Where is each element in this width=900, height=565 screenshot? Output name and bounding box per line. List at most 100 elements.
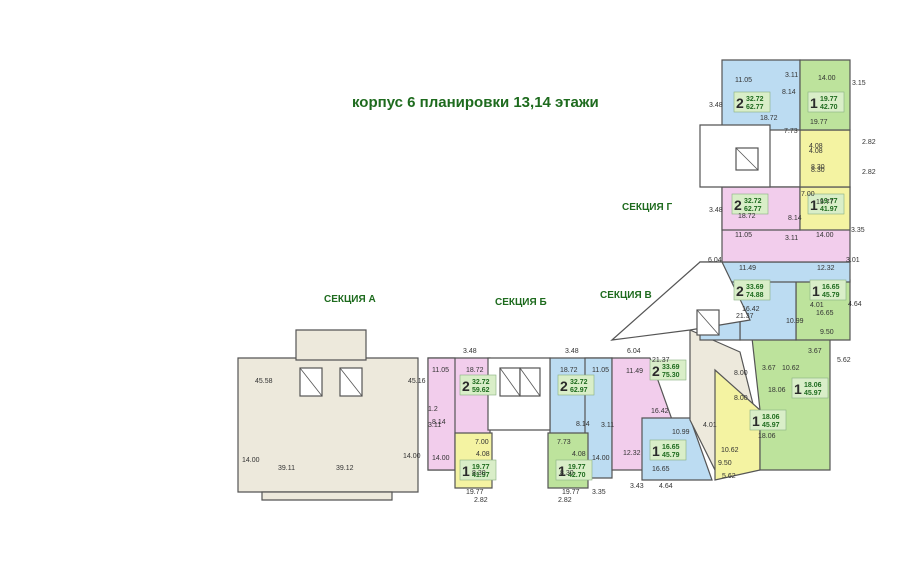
apartment-total-area: 62.77: [744, 206, 762, 213]
stair-line: [499, 367, 521, 397]
room-zone: [427, 357, 456, 471]
room-area-label: 14.00: [403, 453, 421, 460]
room-area-label: 12.32: [817, 265, 835, 272]
room-area-label: 7.73: [557, 439, 571, 446]
apartment-rooms: 1: [810, 197, 818, 213]
room-area-label: 11.49: [739, 265, 756, 272]
apartment-total-area: 45.79: [822, 292, 840, 299]
room-area-label: 21.37: [736, 313, 754, 320]
stair-line: [735, 147, 759, 171]
room-area-label: 18.72: [466, 367, 484, 374]
room-area-label: 5.62: [837, 357, 851, 364]
room-area-label: 14.00: [432, 455, 450, 462]
room-area-label: 19.77: [810, 119, 828, 126]
section-v-label: СЕКЦИЯ В: [600, 290, 652, 301]
apartment-living-area: 18.06: [804, 382, 822, 389]
room-area-label: 3.67: [762, 365, 776, 372]
room-area-label: 3.15: [852, 80, 866, 87]
apartment-rooms: 1: [794, 381, 802, 397]
room-area-label: 8.30: [811, 164, 825, 171]
room-area-label: 11.05: [592, 367, 609, 374]
room-zone: [295, 329, 367, 361]
room-area-label: 39.11: [278, 465, 295, 472]
apartment-total-area: 42.70: [820, 104, 838, 111]
apartment-rooms: 2: [734, 197, 742, 213]
section-b-label: СЕКЦИЯ Б: [495, 297, 547, 308]
room-area-label: 4.01: [810, 302, 824, 309]
room-area-label: 16.65: [652, 466, 670, 473]
room-area-label: 8.00: [734, 395, 748, 402]
apartment-total-area: 75.30: [662, 372, 680, 379]
room-area-label: 8.30: [560, 470, 574, 477]
room-area-label: 3.11: [601, 422, 614, 429]
apartment-total-area: 74.88: [746, 292, 764, 299]
apartment-rooms: 2: [736, 95, 744, 111]
room-area-label: 7.00: [475, 439, 489, 446]
apartment-living-area: 32.72: [472, 379, 490, 386]
room-area-label: 16.65: [816, 310, 834, 317]
section-g-label: СЕКЦИЯ Г: [622, 202, 673, 213]
room-area-label: 7.00: [801, 191, 815, 198]
apartment-living-area: 32.72: [570, 379, 588, 386]
room-area-label: 11.05: [735, 232, 752, 239]
room-zone: [699, 124, 771, 188]
room-area-label: 11.05: [735, 77, 752, 84]
room-area-label: 4.64: [659, 483, 673, 490]
room-area-label: 3.67: [808, 348, 822, 355]
apartment-living-area: 33.69: [662, 364, 680, 371]
room-area-label: 10.62: [782, 365, 800, 372]
room-area-label: 9.50: [718, 460, 732, 467]
apartment-total-area: 41.97: [472, 472, 490, 479]
apartment-rooms: 1: [752, 413, 760, 429]
room-area-label: 3.35: [851, 227, 865, 234]
apartment-rooms: 1: [812, 283, 820, 299]
room-area-label: 2.82: [474, 497, 488, 504]
room-area-label: 8.30: [811, 167, 825, 174]
apartment-living-area: 19.77: [820, 198, 838, 205]
apartment-total-area: 62.77: [746, 104, 764, 111]
room-area-label: 19.77: [562, 489, 580, 496]
room-area-label: 3.11: [785, 72, 798, 79]
room-area-label: 45.58: [255, 378, 273, 385]
room-area-label: 14.00: [592, 455, 610, 462]
apartment-total-area: 62.97: [570, 387, 588, 394]
apartment-living-area: 32.72: [744, 198, 762, 205]
room-area-label: 16.42: [651, 408, 669, 415]
room-area-label: 3.01: [846, 257, 860, 264]
apartment-rooms: 2: [560, 378, 568, 394]
room-area-label: 4.08: [572, 451, 586, 458]
apartment-total-area: 59.62: [472, 387, 490, 394]
apartment-living-area: 19.77: [568, 464, 586, 471]
apartment-rooms: 1: [462, 463, 470, 479]
room-area-label: 7.73: [784, 128, 798, 135]
room-area-label: 11.05: [432, 367, 449, 374]
room-area-label: 45.16: [408, 378, 426, 385]
apartment-rooms: 2: [462, 378, 470, 394]
apartment-living-area: 19.77: [820, 96, 838, 103]
stair-line: [519, 367, 541, 397]
room-area-label: 8.14: [576, 421, 590, 428]
room-area-label: 14.00: [816, 232, 834, 239]
room-area-label: 8.30: [472, 470, 486, 477]
room-area-label: 3.11: [785, 235, 798, 242]
room-zone: [799, 129, 851, 188]
room-area-label: 4.08: [809, 148, 823, 155]
room-area-label: 39.12: [336, 465, 354, 472]
stair-line: [339, 367, 363, 397]
apartment-rooms: 2: [652, 363, 660, 379]
room-area-label: 11.49: [626, 368, 643, 375]
room-area-label: 10.99: [786, 318, 804, 325]
room-area-label: 8.14: [432, 419, 446, 426]
room-area-label: 14.00: [242, 457, 260, 464]
apartment-total-area: 42.70: [568, 472, 586, 479]
room-area-label: 8.00: [734, 370, 748, 377]
